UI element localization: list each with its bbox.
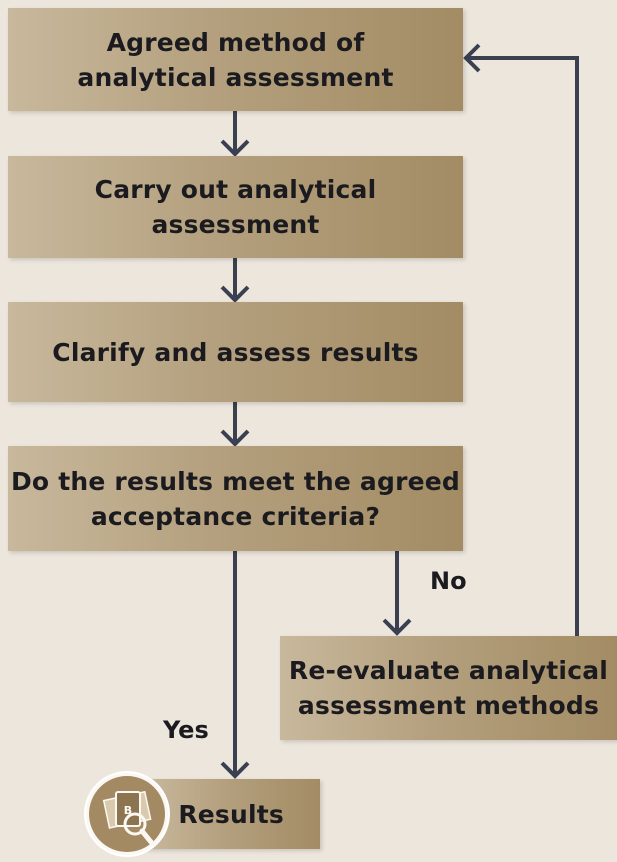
book-magnifier-icon: B	[83, 770, 171, 858]
book-letter: B	[124, 804, 132, 817]
arrowhead-1	[220, 139, 250, 157]
step-results: Results	[145, 779, 320, 849]
arrowhead-yes	[220, 761, 250, 779]
step-reevaluate-label: Re-evaluate analytical assessment method…	[288, 656, 609, 720]
arrowhead-2	[220, 285, 250, 303]
step-carry-out: Carry out analytical assessment	[8, 156, 463, 258]
yes-label: Yes	[163, 716, 209, 744]
step-reevaluate: Re-evaluate analytical assessment method…	[280, 636, 617, 740]
no-label: No	[430, 567, 467, 595]
arrowhead-3	[220, 429, 250, 447]
arrowhead-no	[382, 618, 412, 636]
step-clarify-label: Clarify and assess results	[52, 337, 419, 367]
step-results-label: Results	[178, 799, 284, 829]
step-decision-label: Do the results meet the agreed acceptanc…	[10, 466, 461, 531]
step-clarify: Clarify and assess results	[8, 302, 463, 402]
step-agreed-method-label: Agreed method of analytical assessment	[77, 27, 394, 92]
step-agreed-method: Agreed method of analytical assessment	[8, 8, 463, 111]
arrowhead-loop	[463, 43, 481, 73]
step-carry-out-label: Carry out analytical assessment	[94, 175, 377, 239]
arrow-loop	[467, 56, 579, 636]
step-decision: Do the results meet the agreed acceptanc…	[8, 446, 463, 551]
